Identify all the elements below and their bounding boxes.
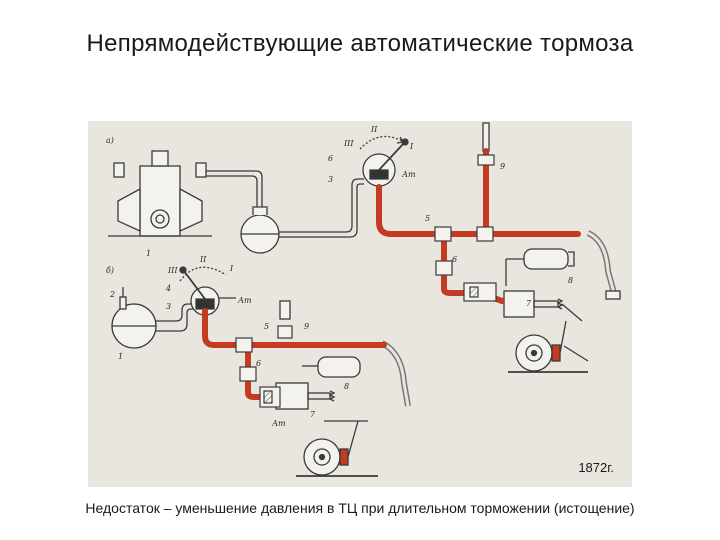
brake-cylinder-a xyxy=(503,290,583,322)
label-b-At: Ат xyxy=(237,296,252,305)
wheel-b xyxy=(296,420,378,477)
label-b-1: 1 xyxy=(118,352,123,361)
drivers-valve-a xyxy=(359,135,409,187)
year-label: 1872г. xyxy=(578,460,614,475)
label-b-8: 8 xyxy=(344,382,349,391)
label-b-6: 6 xyxy=(256,359,261,368)
label-b-III: III xyxy=(167,266,178,275)
panel-a-system xyxy=(108,122,621,373)
wheel-a xyxy=(508,320,589,373)
label-b-5: 5 xyxy=(264,322,269,331)
labels-b: б) II III I Ат 4 3 2 1 5 9 6 8 7 Ат xyxy=(106,255,349,428)
label-a-III: III xyxy=(343,139,354,148)
brake-schematic: а) II III I Ат 6 3 1 5 9 6 8 7 xyxy=(106,122,621,477)
label-a-I: I xyxy=(409,142,414,151)
compressor-a xyxy=(108,150,212,237)
brake-hose-b xyxy=(380,340,411,407)
label-b-7: 7 xyxy=(310,410,316,419)
label-b-II: II xyxy=(199,255,207,264)
label-b-4: 4 xyxy=(165,284,171,293)
label-b-2: 2 xyxy=(109,290,115,299)
label-b-9: 9 xyxy=(304,322,309,331)
brake-diagram-figure: а) II III I Ат 6 3 1 5 9 6 8 7 xyxy=(88,121,632,487)
labels-a: а) II III I Ат 6 3 1 5 9 6 8 7 xyxy=(106,125,573,308)
brake-cylinder-b xyxy=(275,382,368,422)
label-a-8: 8 xyxy=(568,276,573,285)
main-reservoir-a xyxy=(240,206,280,254)
label-b-I: I xyxy=(229,264,234,273)
label-a-II: II xyxy=(370,125,378,134)
panel-b-system xyxy=(111,266,411,477)
brake-hose-a xyxy=(586,230,621,300)
panel-a-label: а) xyxy=(106,136,114,145)
label-a-6b: 6 xyxy=(452,255,457,264)
fittings-a xyxy=(434,154,497,302)
label-a-At: Ат xyxy=(401,170,416,179)
slide-title: Непрямодействующие автоматические тормоз… xyxy=(86,30,634,57)
aux-reservoir-a xyxy=(505,248,575,286)
panel-b-label: б) xyxy=(106,266,114,275)
label-a-5: 5 xyxy=(425,214,430,223)
label-b-3: 3 xyxy=(166,302,171,311)
label-b-At2: Ат xyxy=(271,419,286,428)
label-a-6: 6 xyxy=(328,154,333,163)
main-reservoir-b xyxy=(111,287,157,349)
fittings-b xyxy=(235,325,293,408)
label-a-9: 9 xyxy=(500,162,505,171)
label-a-1: 1 xyxy=(146,249,151,258)
label-a-7: 7 xyxy=(526,299,532,308)
aux-reservoir-b xyxy=(302,356,361,378)
drivers-valve-b xyxy=(179,266,236,316)
label-a-3: 3 xyxy=(328,175,333,184)
slide-caption: Недостаток – уменьшение давления в ТЦ пр… xyxy=(85,500,635,516)
